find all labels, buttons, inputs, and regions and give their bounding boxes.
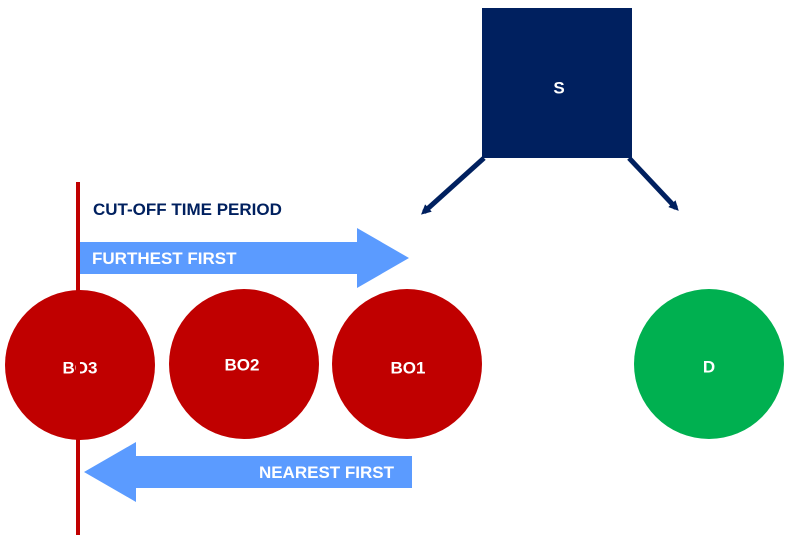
backorder-nodes: BO3 BO2 BO1 bbox=[5, 289, 482, 440]
furthest-first-label: FURTHEST FIRST bbox=[92, 249, 237, 268]
connector-to-backorders bbox=[421, 156, 486, 215]
nearest-first-label: NEAREST FIRST bbox=[259, 463, 395, 482]
nearest-first-arrow: NEAREST FIRST bbox=[84, 442, 412, 502]
furthest-first-arrow-shape bbox=[80, 228, 409, 288]
connector-to-destination bbox=[627, 156, 679, 211]
destination-node: D bbox=[634, 289, 784, 439]
furthest-first-arrow: FURTHEST FIRST bbox=[80, 228, 409, 288]
backorder-circle-bo1 bbox=[332, 289, 482, 439]
backorder-circle-bo2 bbox=[169, 289, 319, 439]
source-node: S bbox=[482, 8, 632, 158]
destination-label: D bbox=[703, 357, 715, 376]
cutoff-label: CUT-OFF TIME PERIOD bbox=[93, 200, 282, 219]
destination-circle bbox=[634, 289, 784, 439]
source-square bbox=[482, 8, 632, 158]
source-label: S bbox=[553, 78, 564, 97]
backorder-label-bo2: BO2 bbox=[225, 355, 260, 374]
nearest-first-arrow-shape bbox=[84, 442, 412, 502]
backorder-label-bo1: BO1 bbox=[391, 358, 426, 377]
